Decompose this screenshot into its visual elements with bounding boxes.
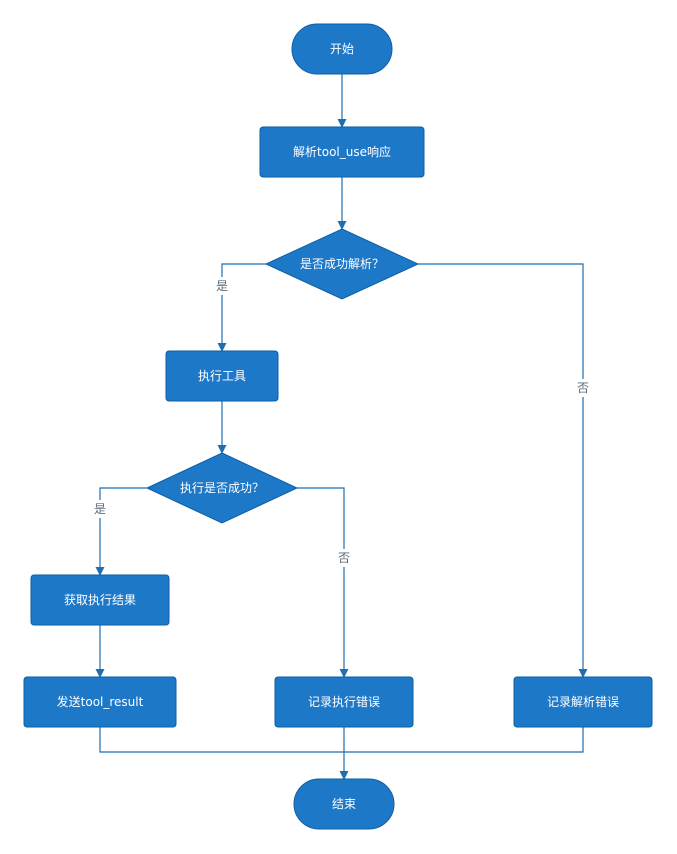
node-shape-process — [513, 676, 653, 728]
node-shape-decision — [145, 452, 299, 524]
node-parse-success: 是否成功解析？ — [264, 228, 420, 300]
edge-parse-yes — [217, 263, 266, 352]
edge-label-bg — [92, 500, 108, 518]
edge-label-parse-no: 否 — [577, 381, 589, 395]
node-shape-terminal — [291, 23, 393, 75]
node-shape-process — [274, 676, 414, 728]
node-log-parse-error: 记录解析错误 — [513, 676, 653, 728]
node-start: 开始 — [291, 23, 393, 75]
node-label-start: 开始 — [330, 42, 354, 56]
edge-label-bg — [214, 277, 230, 295]
node-label-log-parse-error: 记录解析错误 — [547, 695, 619, 709]
edge-exec-yes — [95, 487, 147, 576]
node-label-parse-response: 解析tool_use响应 — [293, 144, 391, 159]
edge-send-to-end — [99, 727, 349, 780]
node-label-log-exec-error: 记录执行错误 — [308, 695, 380, 709]
node-label-send-result: 发送tool_result — [57, 694, 144, 709]
node-shape-process — [23, 676, 177, 728]
node-label-end: 结束 — [332, 797, 356, 811]
node-log-exec-error: 记录执行错误 — [274, 676, 414, 728]
edge-parse-no — [418, 263, 588, 678]
node-shape-process — [259, 126, 425, 178]
edge-label-exec-yes: 是 — [94, 502, 106, 516]
edge-label-bg — [575, 379, 591, 397]
node-label-parse-success: 是否成功解析？ — [300, 257, 384, 271]
edge-exec-no — [297, 487, 349, 678]
node-end: 结束 — [293, 778, 395, 830]
node-parse-response: 解析tool_use响应 — [259, 126, 425, 178]
node-label-execute-tool: 执行工具 — [198, 369, 246, 383]
edge-label-exec-no: 否 — [338, 551, 350, 565]
edge-label-bg — [336, 549, 352, 567]
node-send-result: 发送tool_result — [23, 676, 177, 728]
node-shape-process — [30, 574, 170, 626]
node-shape-process — [165, 350, 279, 402]
node-shape-terminal — [293, 778, 395, 830]
node-execute-success: 执行是否成功？ — [145, 452, 299, 524]
node-label-get-result: 获取执行结果 — [64, 593, 136, 607]
edge-label-parse-yes: 是 — [216, 279, 228, 293]
edges-layer — [95, 74, 588, 780]
node-label-execute-success: 执行是否成功？ — [180, 481, 264, 495]
node-get-result: 获取执行结果 — [30, 574, 170, 626]
node-shape-decision — [264, 228, 420, 300]
edge-parse-error-to-end — [344, 727, 584, 753]
node-execute-tool: 执行工具 — [165, 350, 279, 402]
